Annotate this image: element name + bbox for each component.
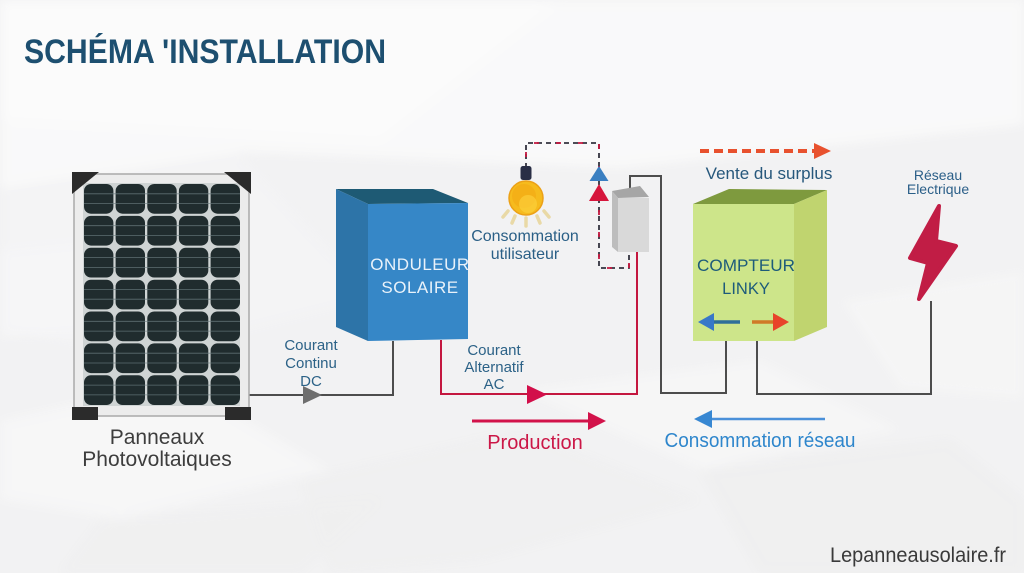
svg-text:Lepanneausolaire.fr: Lepanneausolaire.fr	[830, 544, 1006, 567]
svg-text:Courant: Courant	[467, 342, 521, 359]
svg-text:SOLAIRE: SOLAIRE	[381, 278, 458, 297]
svg-text:Vente du surplus: Vente du surplus	[706, 164, 833, 183]
svg-text:LINKY: LINKY	[722, 280, 770, 298]
svg-text:SCHÉMA 'INSTALLATION: SCHÉMA 'INSTALLATION	[24, 33, 386, 71]
svg-text:Consommation: Consommation	[471, 228, 579, 245]
svg-text:ONDULEUR: ONDULEUR	[370, 255, 469, 274]
svg-text:COMPTEUR: COMPTEUR	[697, 257, 795, 275]
svg-text:Consommation réseau: Consommation réseau	[665, 430, 856, 452]
svg-text:Alternatif: Alternatif	[464, 359, 524, 376]
svg-text:Panneaux: Panneaux	[110, 426, 205, 449]
svg-text:AC: AC	[484, 376, 505, 393]
svg-text:Courant: Courant	[284, 337, 338, 354]
svg-text:utilisateur: utilisateur	[491, 246, 560, 263]
svg-text:Réseau: Réseau	[914, 167, 962, 183]
svg-text:Continu: Continu	[285, 355, 337, 372]
svg-text:Photovoltaiques: Photovoltaiques	[82, 448, 231, 471]
svg-text:DC: DC	[300, 373, 322, 390]
svg-text:Production: Production	[487, 432, 583, 454]
svg-text:Electrique: Electrique	[907, 181, 969, 197]
